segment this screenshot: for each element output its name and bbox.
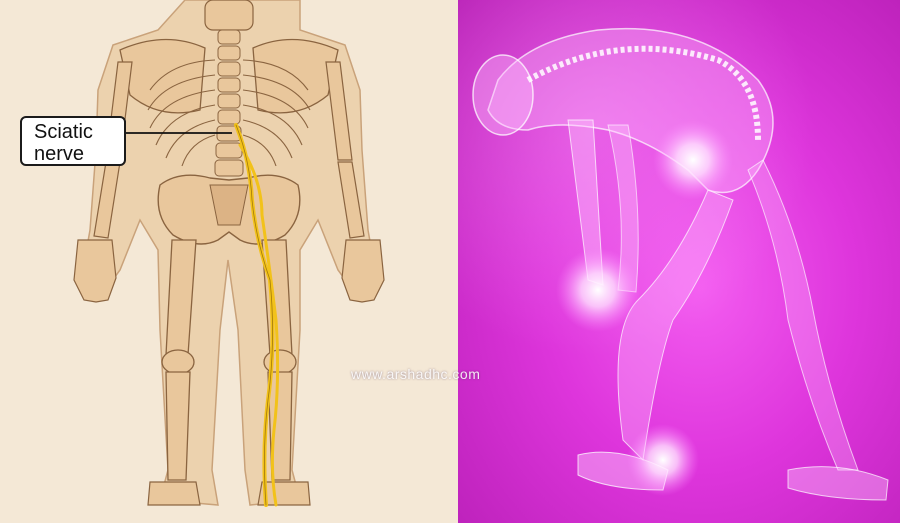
cervical-vertebrae — [204, 0, 254, 31]
right-hand — [341, 239, 385, 303]
figure-back-leg — [747, 159, 859, 471]
watermark-text: www.arshadhc.com — [351, 366, 481, 382]
right-scapula — [252, 38, 339, 114]
figure-back-foot — [787, 466, 889, 501]
bent-over-figure — [472, 27, 889, 501]
sciatic-nerve-label: Sciatic nerve — [20, 116, 126, 166]
leg-bones — [161, 239, 297, 481]
figure-head — [472, 54, 534, 136]
sacrum — [209, 184, 249, 226]
left-foot — [147, 481, 201, 506]
ankle-glow — [627, 424, 699, 496]
sciatic-nerve — [234, 123, 280, 507]
left-scapula — [119, 38, 206, 114]
figure-spine — [526, 45, 761, 141]
lower-back-glow — [653, 120, 733, 200]
label-line-1: Sciatic — [34, 121, 93, 143]
right-foot — [257, 481, 311, 506]
rib-cage — [147, 59, 311, 167]
skeleton-illustration-panel: Sciatic nerve — [20, 0, 385, 507]
skeleton-illustration — [73, 0, 385, 507]
knee-glow — [556, 248, 640, 332]
left-hand — [73, 239, 117, 303]
label-line-2: nerve — [34, 143, 85, 165]
spine — [214, 29, 244, 177]
xray-figure-panel — [458, 0, 900, 523]
